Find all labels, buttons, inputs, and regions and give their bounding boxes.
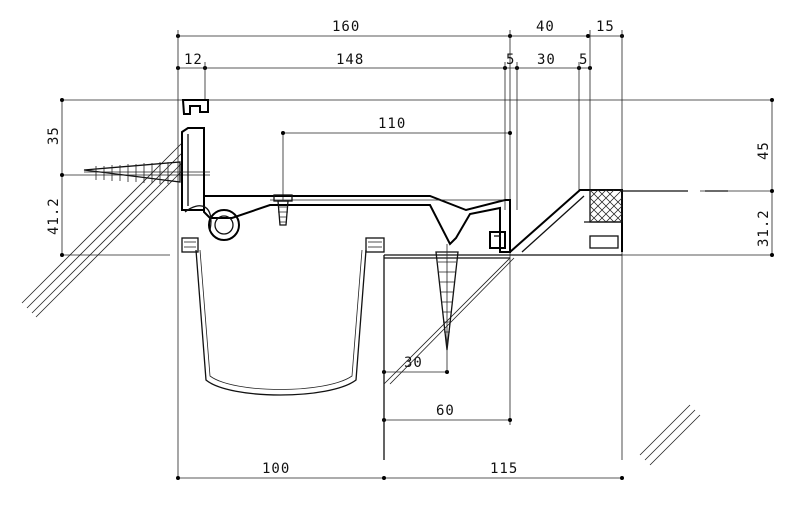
drain-gutter xyxy=(181,237,385,396)
dim-31-2: 31.2 xyxy=(756,209,772,247)
dim-45: 45 xyxy=(756,141,772,160)
dim-5-left: 5 xyxy=(506,52,515,68)
dim-160: 160 xyxy=(332,19,360,35)
dim-12: 12 xyxy=(184,52,203,68)
wall-structure xyxy=(21,142,701,466)
dim-35: 35 xyxy=(46,126,62,145)
aluminium-profile xyxy=(181,99,511,253)
nosing-insert xyxy=(509,189,728,253)
dim-15: 15 xyxy=(596,19,615,35)
floor-anchor xyxy=(435,244,459,372)
dim-60: 60 xyxy=(436,403,455,419)
dimension-labels: 160 40 15 12 148 5 30 5 110 35 41.2 45 3… xyxy=(46,19,772,477)
screw-center xyxy=(273,194,293,226)
dim-115: 115 xyxy=(490,461,518,477)
dim-40: 40 xyxy=(536,19,555,35)
dim-5-right: 5 xyxy=(579,52,588,68)
wall-anchor-left xyxy=(83,161,210,184)
dim-41-2: 41.2 xyxy=(46,197,62,235)
dim-30-top: 30 xyxy=(537,52,556,68)
dim-148: 148 xyxy=(336,52,364,68)
dim-100: 100 xyxy=(262,461,290,477)
dim-110: 110 xyxy=(378,116,406,132)
dim-30-inner: 30 xyxy=(404,355,423,371)
